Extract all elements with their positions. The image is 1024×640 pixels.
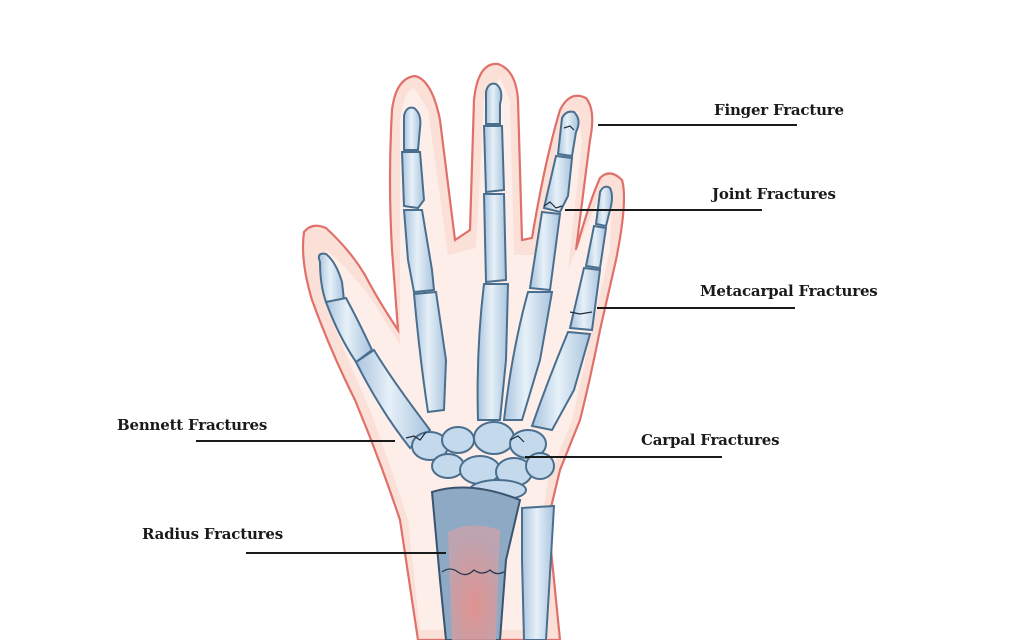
middle-finger-bones	[476, 82, 510, 421]
label-joint-fractures: Joint Fractures	[712, 185, 836, 203]
little-finger-bones	[530, 185, 613, 432]
leader-line-metacarpal-fractures	[597, 307, 795, 309]
leader-line-joint-fractures	[565, 209, 762, 211]
leader-line-carpal-fractures	[525, 456, 722, 458]
carpal-bones	[411, 421, 555, 501]
label-finger-fracture: Finger Fracture	[714, 101, 844, 119]
leader-line-bennett-fractures	[196, 440, 395, 442]
label-metacarpal-fractures: Metacarpal Fractures	[700, 282, 878, 300]
label-radius-fractures: Radius Fractures	[142, 525, 283, 543]
label-carpal-fractures: Carpal Fractures	[641, 431, 780, 449]
fracture-marks	[405, 125, 593, 443]
ulna-bone	[521, 504, 556, 640]
ring-finger-bones	[502, 110, 580, 421]
index-finger-bones	[400, 106, 448, 414]
leader-line-radius-fractures	[246, 552, 446, 554]
radius-bone	[430, 486, 522, 640]
leader-line-finger-fracture	[598, 124, 797, 126]
label-bennett-fractures: Bennett Fractures	[117, 416, 268, 434]
